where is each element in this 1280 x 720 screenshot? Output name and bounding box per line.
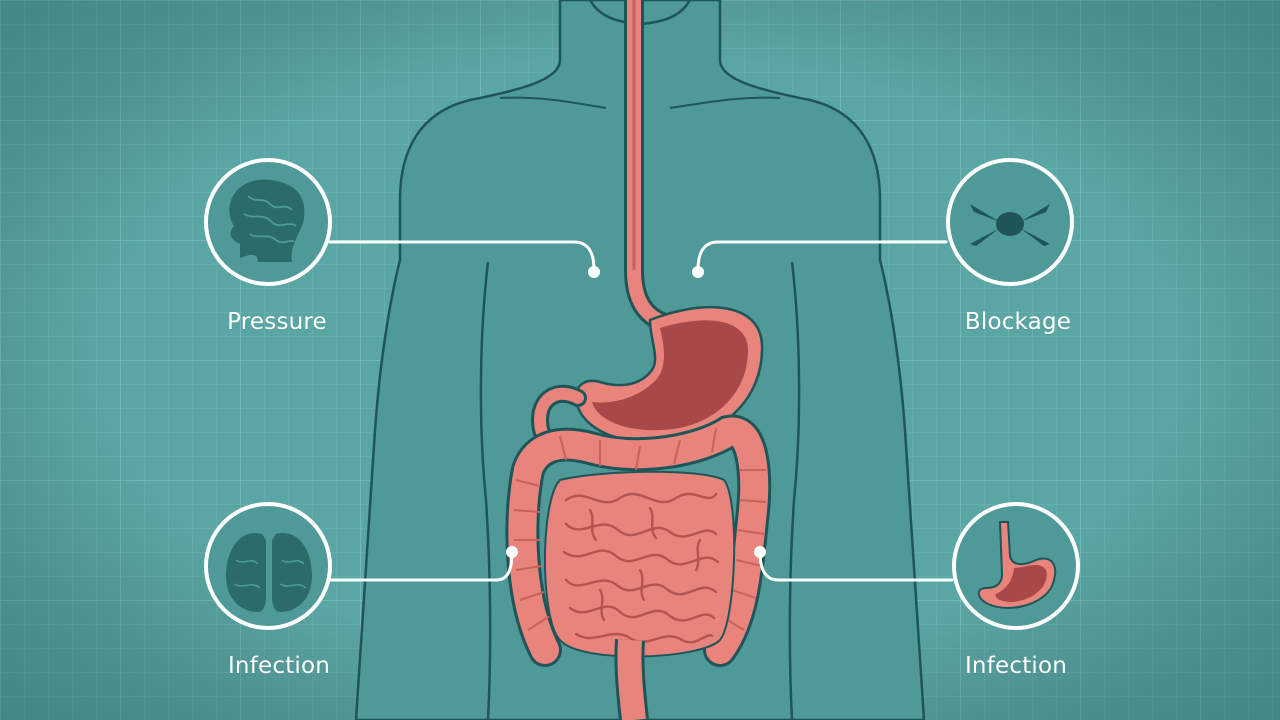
rectum: [614, 639, 649, 720]
insect-blockage-icon: [946, 158, 1074, 286]
label-blockage: Blockage: [964, 309, 1072, 335]
callout-line-top-right: [696, 240, 948, 272]
label-infection-left: Infection: [227, 653, 331, 679]
stomach-icon: [952, 502, 1080, 630]
body-silhouette: [354, 0, 926, 720]
brain-head-icon: [204, 158, 332, 286]
small-intestine: [544, 470, 736, 658]
label-infection-right: Infection: [964, 653, 1068, 679]
large-intestine: [505, 414, 772, 667]
lungs-icon: [204, 502, 332, 630]
callout-line-top-left: [328, 240, 596, 272]
callout-dots: [506, 266, 766, 558]
label-pressure: Pressure: [227, 309, 327, 335]
